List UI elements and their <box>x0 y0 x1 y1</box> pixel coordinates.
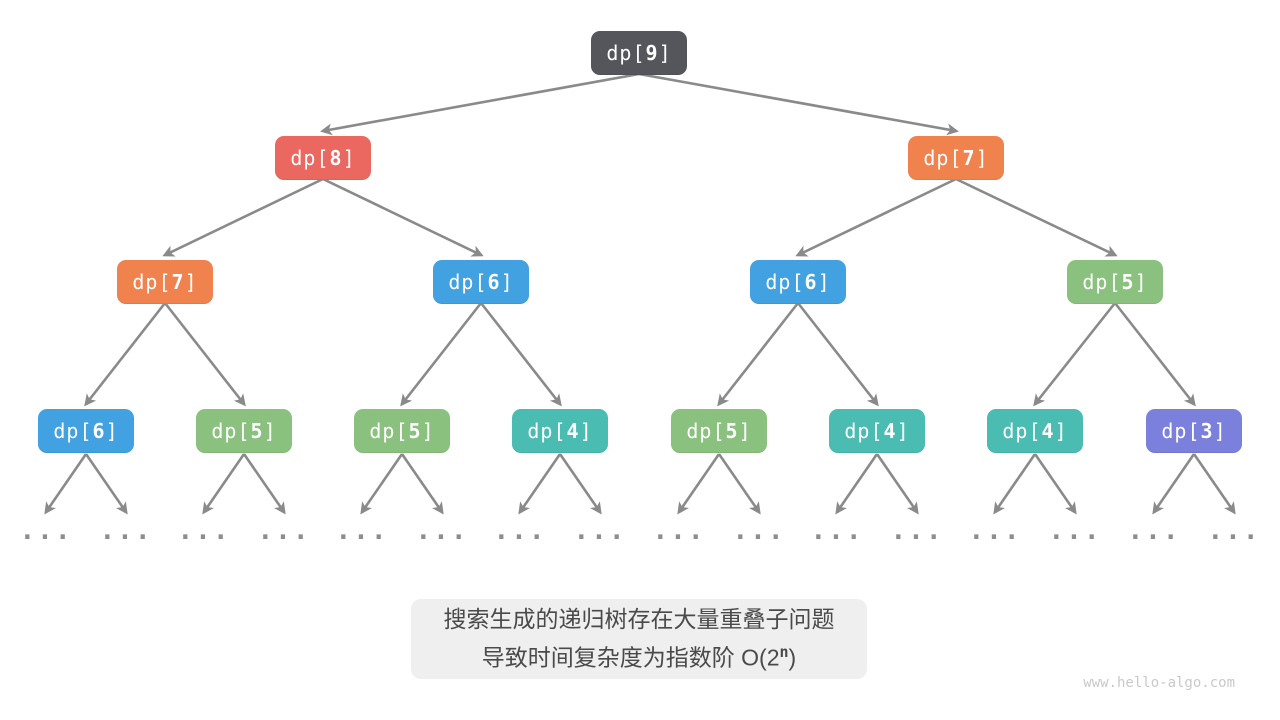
watermark-url: www.hello-algo.com <box>1083 675 1235 691</box>
ellipsis: ... <box>1207 516 1261 546</box>
node-index: 5 <box>725 419 739 443</box>
node-index: 9 <box>645 41 659 65</box>
edge-arrow <box>717 453 761 515</box>
tree-node-dp-3: dp[3] <box>1146 409 1242 453</box>
ellipsis: ... <box>968 516 1022 546</box>
edge-arrow <box>322 177 484 257</box>
edge-arrow <box>400 453 444 515</box>
edge-arrow <box>558 453 602 515</box>
edge-arrow <box>360 453 404 515</box>
edge-arrow <box>162 177 324 257</box>
ellipsis: ... <box>335 516 389 546</box>
node-index: 4 <box>566 419 580 443</box>
node-index: 4 <box>883 419 897 443</box>
ellipsis: ... <box>415 516 469 546</box>
edge-arrow <box>1113 302 1196 407</box>
node-index: 7 <box>171 270 185 294</box>
tree-node-dp-6: dp[6] <box>750 260 846 304</box>
edge-arrow <box>242 453 286 515</box>
node-index: 6 <box>92 419 106 443</box>
edge-arrow <box>1152 453 1196 515</box>
node-index: 7 <box>962 146 976 170</box>
edge-arrow <box>400 302 483 407</box>
tree-node-dp-5: dp[5] <box>1067 260 1163 304</box>
ellipsis: ... <box>1127 516 1181 546</box>
tree-node-dp-5: dp[5] <box>196 409 292 453</box>
caption-line-2-close: ) <box>788 644 797 671</box>
ellipsis: ... <box>890 516 944 546</box>
node-index: 3 <box>1200 419 1214 443</box>
ellipsis: ... <box>19 516 73 546</box>
tree-node-dp-8: dp[8] <box>275 136 371 180</box>
ellipsis: ... <box>177 516 231 546</box>
edge-arrow <box>320 72 640 136</box>
caption-exponent: n <box>779 643 789 662</box>
ellipsis: ... <box>652 516 706 546</box>
tree-node-dp-5: dp[5] <box>671 409 767 453</box>
ellipsis: ... <box>732 516 786 546</box>
node-index: 5 <box>250 419 264 443</box>
edge-arrow <box>638 72 959 136</box>
edge-arrow <box>163 302 246 407</box>
tree-node-dp-6: dp[6] <box>433 260 529 304</box>
edge-arrow <box>84 302 167 407</box>
node-index: 6 <box>487 270 501 294</box>
ellipsis: ... <box>810 516 864 546</box>
ellipsis: ... <box>573 516 627 546</box>
edge-arrow <box>1033 453 1077 515</box>
tree-node-dp-9: dp[9] <box>591 31 687 75</box>
edge-arrow <box>518 453 562 515</box>
node-index: 8 <box>329 146 343 170</box>
tree-node-dp-7: dp[7] <box>908 136 1004 180</box>
edge-arrow <box>993 453 1037 515</box>
tree-node-dp-4: dp[4] <box>512 409 608 453</box>
edge-arrow <box>796 302 879 407</box>
tree-node-dp-7: dp[7] <box>117 260 213 304</box>
ellipsis: ... <box>493 516 547 546</box>
tree-node-dp-4: dp[4] <box>829 409 925 453</box>
node-index: 5 <box>1121 270 1135 294</box>
node-index: 6 <box>804 270 818 294</box>
ellipsis: ... <box>257 516 311 546</box>
edge-arrow <box>202 453 246 515</box>
edge-arrow <box>479 302 562 407</box>
caption-line-1: 搜索生成的递归树存在大量重叠子问题 <box>443 606 835 633</box>
caption-line-2: 导致时间复杂度为指数阶 O(2n) <box>482 636 796 675</box>
tree-node-dp-4: dp[4] <box>987 409 1083 453</box>
caption-box: 搜索生成的递归树存在大量重叠子问题 导致时间复杂度为指数阶 O(2n) <box>411 599 867 679</box>
edge-arrow <box>677 453 721 515</box>
caption-line-2-text: 导致时间复杂度为指数阶 O(2 <box>481 644 780 671</box>
edge-arrow <box>835 453 879 515</box>
tree-node-dp-6: dp[6] <box>38 409 134 453</box>
edge-arrow <box>84 453 128 515</box>
node-index: 4 <box>1041 419 1055 443</box>
tree-node-dp-5: dp[5] <box>354 409 450 453</box>
edge-arrow <box>875 453 919 515</box>
edge-arrow <box>955 177 1118 257</box>
edge-arrow <box>795 177 957 257</box>
ellipsis: ... <box>1048 516 1102 546</box>
edge-arrow <box>717 302 800 407</box>
edge-arrow <box>1192 453 1236 515</box>
ellipsis: ... <box>99 516 153 546</box>
edge-arrow <box>44 453 88 515</box>
node-index: 5 <box>408 419 422 443</box>
edge-arrow <box>1033 302 1117 407</box>
